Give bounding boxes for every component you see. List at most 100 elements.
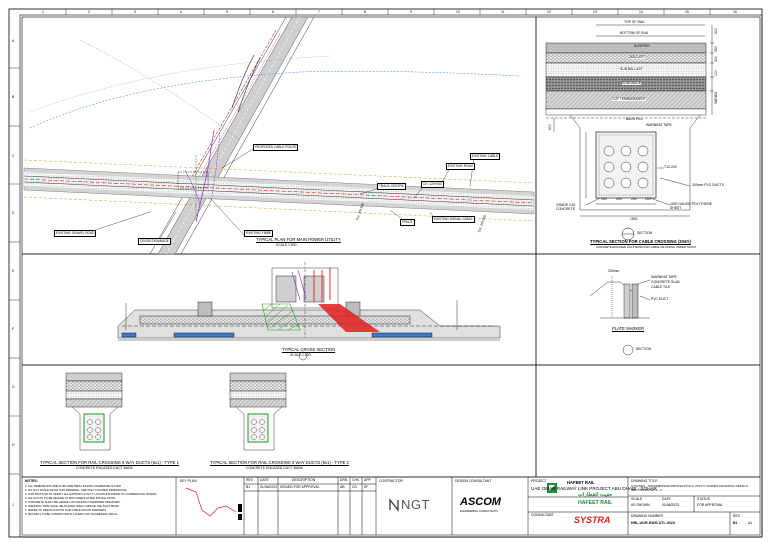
dim-label: 200	[645, 197, 651, 201]
cross-section-scale: SCALE 1:100	[290, 353, 311, 357]
rev-cell: CD	[352, 485, 357, 489]
polythene-label: 1000 GAUGE POLYTHENE SHEET	[670, 202, 712, 211]
plan-scale: SCALE 1:500	[276, 243, 297, 247]
border-number: 16	[733, 10, 737, 14]
scale-value: AS SHOWN	[631, 503, 650, 507]
dim-label: 100	[714, 70, 718, 76]
layer-label: TOP OF RAIL	[624, 20, 645, 24]
detail-caption: TYPICAL SECTION FOR RAIL CROSSING 6 WAY …	[210, 460, 349, 465]
layer-label: SLEEPER	[634, 44, 650, 49]
drawing-title: UTILITIES - TRANSMISSION PROTECTION & UT…	[631, 484, 750, 492]
rev-cell: EF	[364, 485, 369, 489]
border-letter: J	[12, 503, 14, 507]
plate-label: CABLE TILE	[651, 285, 671, 289]
layer-label: BACK FILL	[626, 117, 643, 121]
plate-label: WARNING TAPE	[651, 275, 677, 279]
note-line: 2. DO NOT SCALE FROM THIS DRAWING. USE O…	[25, 488, 128, 492]
border-number: 6	[272, 10, 274, 14]
note-line: 8. BACKFILL TO BE COMPACTED IN LAYERS NO…	[25, 512, 119, 516]
dim-label: 600	[548, 124, 552, 130]
border-letter: C	[12, 154, 15, 158]
plate-section-tag: SECTION	[636, 347, 652, 351]
border-number: 7	[318, 10, 320, 14]
layer-label: SUBGRADE	[622, 81, 642, 86]
border-letter: H	[12, 443, 15, 447]
date-label: DATE	[662, 497, 671, 501]
drawing-number: HRL-UOR-DWG-UTL-0023	[631, 521, 675, 525]
client-brand: HAFEET RAIL	[578, 500, 613, 506]
border-number: 4	[180, 10, 182, 14]
border-number: 14	[639, 10, 643, 14]
plan-callout: EXISTING FIBRE	[244, 230, 274, 237]
drawing-title-label: DRAWING TITLE	[631, 479, 658, 483]
plan-callout: EXISTING GRAVEL ROAD	[54, 230, 97, 237]
drawing-number-label: DRAWING NUMBER	[631, 514, 663, 518]
notes-title: NOTES:	[25, 479, 38, 483]
dim-label: 200	[601, 197, 607, 201]
cable-section-caption: TYPICAL SECTION FOR CABLE CROSSING (3X6Y…	[590, 239, 691, 244]
border-number: 12	[547, 10, 551, 14]
rev-header: CHK	[352, 478, 360, 482]
plate-label: 200mm	[608, 269, 620, 273]
detail-sub: CONCRETE ENCASED DUCT BANK	[246, 466, 303, 470]
cable-section-note: CONCRETE ENCASED DUCT BANK FOR CABLE CRO…	[596, 245, 697, 249]
border-letter: G	[12, 385, 15, 389]
detail-caption: TYPICAL SECTION FOR RAIL CROSSING 6 WAY …	[40, 460, 179, 465]
cross-section-caption: TYPICAL CROSS SECTION	[282, 347, 336, 352]
layer-label: CUT / EMBANKMENT	[612, 97, 646, 102]
plate-label: PVC DUCT	[651, 297, 669, 301]
dim-label: 350	[714, 46, 718, 52]
rebar-label: T12-200	[664, 165, 677, 169]
dim-label: 300	[714, 28, 718, 34]
rev-cell: B1	[246, 485, 251, 489]
plan-caption: TYPICAL PLAN FOR MAIN POWER UTILITY	[256, 237, 341, 242]
client-arabic: حفيت للقطارات	[578, 492, 613, 498]
border-number: 11	[501, 10, 505, 14]
project-label: PROJECT	[531, 479, 547, 483]
plan-callout: EXISTING CABLE	[470, 153, 501, 160]
plan-callout: EXISTING SIGNAL CABLE	[432, 216, 475, 223]
dim-label: VARIES	[714, 91, 718, 104]
note-line: 5. CONCRETE SHALL BE GRADE C40 UNLESS OT…	[25, 500, 121, 504]
plan-callout: CROSS DRAINAGE	[138, 238, 171, 245]
contractor-label: CONTRACTOR	[379, 479, 403, 483]
dim-label: 200	[616, 197, 622, 201]
detail-sub: CONCRETE ENCASED DUCT BANK	[76, 466, 133, 470]
rev-value: B1	[733, 521, 738, 525]
rev-header: DRN	[340, 478, 348, 482]
rev-header: REV	[246, 478, 253, 482]
layer-label: BOTTOM OF RAIL	[620, 31, 649, 35]
layer-label: BALLAST	[630, 55, 645, 60]
plate-caption: PLATE MARKER	[612, 326, 645, 331]
dim-label: 300	[714, 56, 718, 62]
width-label: 1500	[630, 217, 638, 221]
plan-callout: TRACK CENTRE	[377, 183, 406, 190]
rev-cell: AB	[340, 485, 345, 489]
border-number: 15	[685, 10, 689, 14]
layer-label: WARNING TAPE	[646, 123, 672, 127]
date-value: 01/06/2023	[662, 503, 679, 507]
dim-label: 200	[631, 197, 637, 201]
project-title: UAE OMAN RAILWAY LINK PROJECT ABU DHABI …	[531, 486, 657, 491]
designer-logo: ASCOM	[460, 496, 501, 508]
scale-label: SCALE	[631, 497, 643, 501]
plan-callout: FENCE	[400, 219, 415, 226]
border-number: 13	[593, 10, 597, 14]
client-name: HAFEET RAIL	[567, 480, 595, 485]
concrete-label: GRADE C40 CONCRETE	[556, 203, 576, 212]
rev-cell: 01/06/2023	[260, 485, 277, 489]
consultant-logo: SYSTRA	[574, 515, 611, 525]
border-letter: E	[12, 269, 15, 273]
section-tag: SECTION	[637, 231, 653, 235]
note-line: 7. REFER TO SPECIFICATION FOR CABLE ROUT…	[25, 508, 107, 512]
layer-label: SUB BALLAST	[620, 67, 643, 72]
designer-label: DESIGN CONSULTANT	[455, 479, 492, 483]
note-line: 1. ALL DIMENSIONS ARE IN MILLIMETRES UNL…	[25, 484, 122, 488]
plate-label: CONCRETE SLAB	[651, 280, 680, 284]
rev-label: REV	[733, 514, 740, 518]
border-letter: B	[12, 95, 15, 99]
duct-label: 200mm PVC DUCTS	[692, 183, 724, 187]
plan-callout: EXISTING ROAD	[446, 163, 475, 170]
